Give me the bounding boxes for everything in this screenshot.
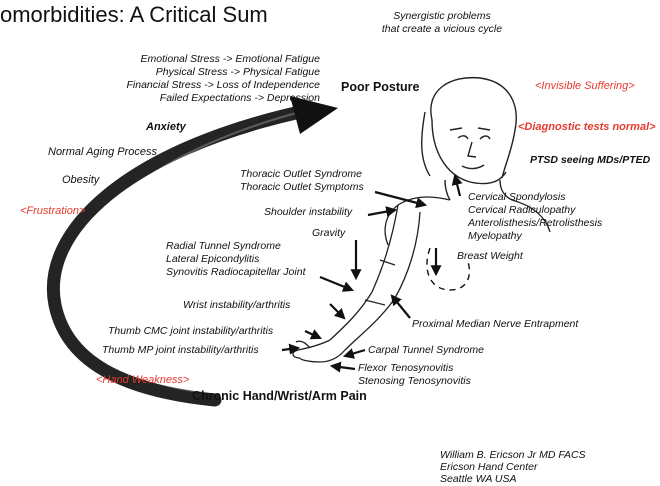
vicious-cycle-swoosh [47,105,307,407]
page-title: omorbidities: A Critical Sum [0,2,268,27]
author-line-1: William B. Ericson Jr MD FACS [440,449,586,461]
author-line-2: Ericson Hand Center [440,461,538,473]
thumb-mp-arrow [281,343,301,355]
flexor-line-2: Stenosing Tenosynovitis [358,375,471,387]
shoulder-label: Shoulder instability [264,206,353,218]
flexor-line-1: Flexor Tenosynovitis [358,362,454,374]
thumb-cmc-arrow [304,329,322,340]
cervical-line-3: Anterolisthesis/Retrolisthesis [468,217,603,229]
hand-sketch [292,339,346,363]
gravity-label: Gravity [312,227,346,239]
breast-weight-label: Breast Weight [457,250,523,262]
radial-line-1: Radial Tunnel Syndrome [166,240,281,252]
stress-item-1: Emotional Stress -> Emotional Fatigue [140,53,320,65]
vicious-cycle-swoosh-inner [69,111,301,393]
cervical-line-2: Cervical Radiculopathy [468,204,576,216]
thoracic-line-2: Thoracic Outlet Symptoms [240,181,364,193]
thoracic-line-1: Thoracic Outlet Syndrome [240,168,362,180]
stress-item-3: Financial Stress -> Loss of Independence [126,79,321,91]
radial-arrow [319,275,355,292]
poor-posture-label: Poor Posture [341,80,420,94]
proximal-median-arrow [390,294,411,319]
flexor-arrow [329,361,356,373]
cervical-line-1: Cervical Spondylosis [468,191,566,203]
wrist-label: Wrist instability/arthritis [183,299,291,311]
wrist-arrow [329,303,346,320]
frustration-label: <Frustration> [20,205,86,217]
author-line-3: Seattle WA USA [440,473,517,485]
thumb-cmc-label: Thumb CMC joint instability/arthritis [108,325,274,337]
invisible-suffering-label: <Invisible Suffering> [535,80,635,92]
thoracic-arrow [374,190,428,209]
thumb-mp-label: Thumb MP joint instability/arthritis [102,344,259,356]
cervical-arrow [451,173,463,197]
shoulder-arrow [367,206,398,218]
radial-line-3: Synovitis Radiocapitellar Joint [166,266,306,278]
ptsd-label: PTSD seeing MDs/PTED [530,154,651,166]
chronic-pain-label: Chronic Hand/Wrist/Arm Pain [192,389,367,403]
breast-weight-dashed [426,247,471,291]
subtitle-line-2: that create a vicious cycle [381,23,503,35]
woman-head-sketch [421,76,517,201]
diagnostic-tests-label: <Diagnostic tests normal> [518,121,656,133]
hand-weakness-label: <Hand Weakness> [96,374,190,386]
radial-line-2: Lateral Epicondylitis [166,253,260,265]
stress-item-4: Failed Expectations -> Depression [159,92,320,104]
swoosh-arrowhead [290,96,338,134]
cervical-line-4: Myelopathy [468,230,522,242]
carpal-arrow [342,348,366,359]
anxiety-label: Anxiety [146,121,186,133]
normal-aging-label: Normal Aging Process [48,146,158,158]
subtitle-line-1: Synergistic problems [393,10,491,22]
obesity-label: Obesity [62,174,100,186]
proximal-median-label: Proximal Median Nerve Entrapment [412,318,579,330]
carpal-tunnel-label: Carpal Tunnel Syndrome [368,344,484,356]
stress-item-2: Physical Stress -> Physical Fatigue [155,66,320,78]
